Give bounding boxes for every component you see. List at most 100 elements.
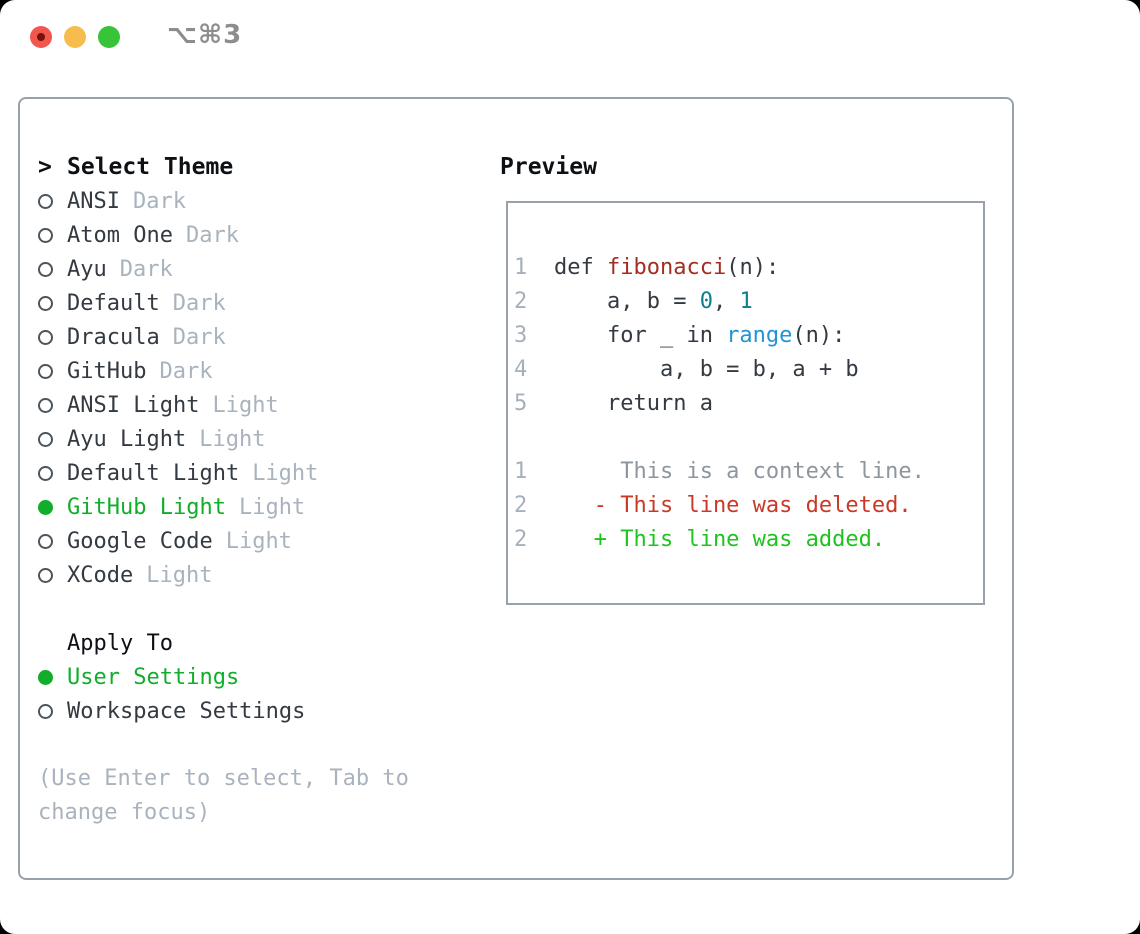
option-label: Atom One <box>67 222 173 248</box>
apply-to-header: Apply To <box>38 626 448 660</box>
window-controls <box>30 26 120 48</box>
zoom-icon[interactable] <box>98 26 120 48</box>
option-label: Default <box>67 290 160 316</box>
radio-icon <box>38 465 67 481</box>
option-label: Dracula <box>67 324 160 350</box>
line-number: 3 <box>514 323 528 348</box>
theme-variant-label: Dark <box>159 358 213 384</box>
spacer <box>38 592 448 626</box>
radio-icon <box>38 227 67 243</box>
blank-line <box>514 421 983 455</box>
preview-title: Preview <box>500 154 597 180</box>
option-label: XCode <box>67 562 134 588</box>
code-token: 1 <box>739 289 753 314</box>
option-label: ANSI <box>67 188 120 214</box>
theme-option-default[interactable]: Default Dark <box>38 286 448 320</box>
theme-variant-label: Light <box>225 528 292 554</box>
theme-variant-label: Dark <box>132 188 186 214</box>
select-theme-title: Select Theme <box>67 154 234 180</box>
code-token: fibonacci <box>606 255 727 280</box>
code-token: - This line was deleted. <box>554 493 912 518</box>
option-label: Ayu Light <box>67 426 187 452</box>
close-dot-icon <box>37 33 45 41</box>
theme-option-github[interactable]: GitHub Dark <box>38 354 448 388</box>
radio-icon <box>38 431 67 447</box>
radio-icon <box>38 397 67 413</box>
line-number: 2 <box>514 289 528 314</box>
code-token: 0 <box>699 289 713 314</box>
code-token: return a <box>554 391 713 416</box>
apply-to-title: Apply To <box>67 630 173 656</box>
theme-option-ayu[interactable]: Ayu Dark <box>38 252 448 286</box>
option-label: User Settings <box>67 664 240 690</box>
code-line: 3 for _ in range(n): <box>514 319 983 353</box>
option-label: GitHub <box>67 358 147 384</box>
theme-option-dracula[interactable]: Dracula Dark <box>38 320 448 354</box>
added-line: 2 + This line was added. <box>514 523 983 557</box>
option-label: Default Light <box>67 460 240 486</box>
radio-icon <box>38 261 67 277</box>
line-number: 2 <box>514 527 528 552</box>
close-icon[interactable] <box>30 26 52 48</box>
code-line: 2 a, b = 0, 1 <box>514 285 983 319</box>
theme-option-ansi-light[interactable]: ANSI Light Light <box>38 388 448 422</box>
radio-icon <box>38 363 67 379</box>
code-token: a, b = b, a + b <box>554 357 859 382</box>
code-token: for _ in <box>554 323 727 348</box>
line-number: 1 <box>514 255 528 280</box>
theme-variant-label: Dark <box>185 222 239 248</box>
radio-selected-icon <box>38 499 67 515</box>
radio-icon <box>38 567 67 583</box>
code-token: a, b = <box>554 289 700 314</box>
context-line: 1 This is a context line. <box>514 455 983 489</box>
apply-option-user-settings[interactable]: User Settings <box>38 660 448 694</box>
code-token: def <box>554 255 607 280</box>
preview-header: Preview <box>500 150 597 184</box>
theme-variant-label: Light <box>238 494 306 520</box>
theme-variant-label: Dark <box>172 324 226 350</box>
line-number: 5 <box>514 391 528 416</box>
option-label: ANSI Light <box>67 392 200 418</box>
radio-icon <box>38 295 67 311</box>
select-theme-header: > Select Theme <box>38 150 448 184</box>
code-token: (n): <box>792 323 846 348</box>
window-title: ⌥⌘3 <box>167 20 243 50</box>
code-line: 4 a, b = b, a + b <box>514 353 983 387</box>
theme-variant-label: Light <box>252 460 319 486</box>
line-number: 4 <box>514 357 528 382</box>
theme-option-default-light[interactable]: Default Light Light <box>38 456 448 490</box>
code-token: , <box>712 289 740 314</box>
code-token: This is a context line. <box>554 459 925 484</box>
focus-caret-icon: > <box>38 154 52 180</box>
radio-icon <box>38 329 67 345</box>
theme-variant-label: Light <box>199 426 266 452</box>
theme-option-atom-one[interactable]: Atom One Dark <box>38 218 448 252</box>
theme-variant-label: Light <box>146 562 213 588</box>
minimize-icon[interactable] <box>64 26 86 48</box>
theme-option-github-light[interactable]: GitHub Light Light <box>38 490 448 524</box>
spacer <box>38 728 448 762</box>
option-label: GitHub Light <box>67 494 226 520</box>
radio-icon <box>38 703 67 719</box>
theme-variant-label: Light <box>212 392 279 418</box>
theme-variant-label: Dark <box>119 256 173 282</box>
line-number: 1 <box>514 459 528 484</box>
option-label: Ayu <box>67 256 107 282</box>
line-number: 2 <box>514 493 528 518</box>
theme-option-ayu-light[interactable]: Ayu Light Light <box>38 422 448 456</box>
code-token: + This line was added. <box>554 527 886 552</box>
apply-option-workspace-settings[interactable]: Workspace Settings <box>38 694 448 728</box>
theme-option-xcode[interactable]: XCode Light <box>38 558 448 592</box>
theme-option-ansi[interactable]: ANSI Dark <box>38 184 448 218</box>
code-line: 5 return a <box>514 387 983 421</box>
code-token: range <box>726 323 793 348</box>
theme-variant-label: Dark <box>172 290 226 316</box>
